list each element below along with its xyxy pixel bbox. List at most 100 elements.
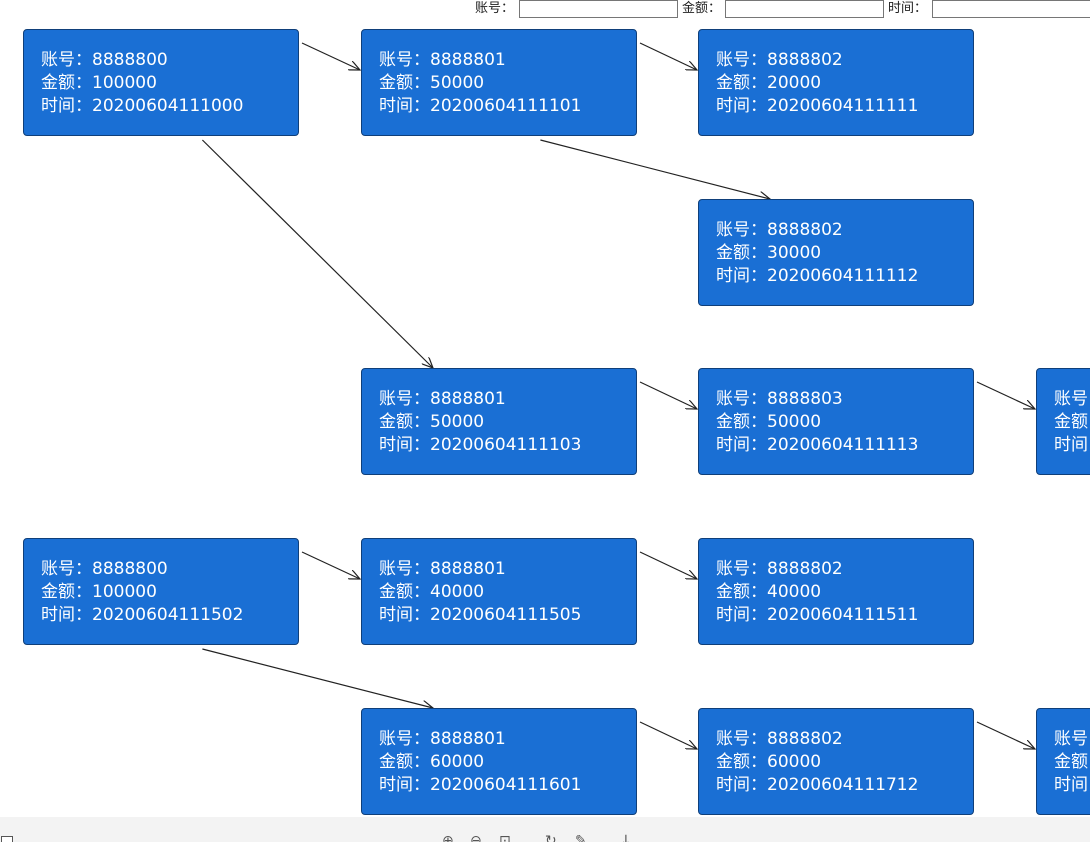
transfer-node[interactable]: 账号：金额：时间： xyxy=(1036,708,1090,815)
node-amount: 金额：100000 xyxy=(41,72,298,95)
node-amount-value: 40000 xyxy=(767,582,822,602)
node-amount: 金额： xyxy=(1054,751,1090,774)
node-account: 账号：8888801 xyxy=(379,49,636,72)
node-account-value: 8888800 xyxy=(92,50,168,70)
account-filter-input[interactable] xyxy=(519,0,678,18)
amount-filter-input[interactable] xyxy=(725,0,884,18)
edit-icon[interactable]: ✎ xyxy=(575,833,587,842)
node-amount-value: 100000 xyxy=(92,582,157,602)
node-time-value: 20200604111111 xyxy=(767,96,919,116)
node-amount: 金额：50000 xyxy=(716,411,973,434)
node-account: 账号：8888800 xyxy=(41,558,298,581)
node-account-label: 账号： xyxy=(716,220,767,240)
node-account: 账号：8888801 xyxy=(379,558,636,581)
node-time: 时间：20200604111601 xyxy=(379,774,636,797)
node-time-label: 时间： xyxy=(379,96,430,116)
node-time-value: 20200604111712 xyxy=(767,775,919,795)
node-time-value: 20200604111502 xyxy=(92,605,244,625)
edge-arrow xyxy=(639,42,697,70)
node-account-label: 账号： xyxy=(41,559,92,579)
zoom-in-icon[interactable]: ⊕ xyxy=(442,833,454,842)
node-amount: 金额：60000 xyxy=(379,751,636,774)
node-amount-label: 金额： xyxy=(379,752,430,772)
node-amount: 金额：20000 xyxy=(716,72,973,95)
node-account-label: 账号： xyxy=(379,50,430,70)
node-account-label: 账号： xyxy=(716,389,767,409)
edge-arrow xyxy=(639,551,697,579)
transfer-node[interactable]: 账号：金额：时间： xyxy=(1036,368,1090,475)
amount-filter-label: 金额： xyxy=(682,1,722,16)
node-account-label: 账号： xyxy=(379,559,430,579)
node-amount: 金额：50000 xyxy=(379,72,636,95)
edge-arrow xyxy=(976,381,1035,409)
node-account: 账号： xyxy=(1054,728,1090,751)
node-amount: 金额：50000 xyxy=(379,411,636,434)
node-amount-label: 金额： xyxy=(1054,752,1090,772)
node-time-value: 20200604111511 xyxy=(767,605,919,625)
node-amount: 金额：40000 xyxy=(716,581,973,604)
rotate-icon[interactable]: ↻ xyxy=(545,833,557,842)
node-account-label: 账号： xyxy=(1054,389,1090,409)
node-account: 账号：8888802 xyxy=(716,558,973,581)
toolbar-checkbox[interactable] xyxy=(1,836,13,842)
edge-arrow xyxy=(201,139,433,368)
node-time-value: 20200604111505 xyxy=(430,605,582,625)
node-amount: 金额： xyxy=(1054,411,1090,434)
node-amount-label: 金额： xyxy=(716,73,767,93)
time-filter-label: 时间： xyxy=(888,1,928,16)
node-account-value: 8888802 xyxy=(767,50,843,70)
node-time-value: 20200604111000 xyxy=(92,96,244,116)
node-account-value: 8888801 xyxy=(430,729,506,749)
node-account-label: 账号： xyxy=(716,559,767,579)
edge-arrow xyxy=(540,139,770,199)
time-filter-input[interactable] xyxy=(932,0,1090,18)
edge-arrow xyxy=(639,721,697,749)
node-account: 账号：8888800 xyxy=(41,49,298,72)
node-time-value: 20200604111601 xyxy=(430,775,582,795)
node-amount-label: 金额： xyxy=(41,73,92,93)
node-time-value: 20200604111103 xyxy=(430,435,582,455)
node-amount-label: 金额： xyxy=(379,582,430,602)
node-time: 时间：20200604111511 xyxy=(716,604,973,627)
node-account-value: 8888802 xyxy=(767,729,843,749)
node-account: 账号：8888802 xyxy=(716,49,973,72)
node-amount: 金额：100000 xyxy=(41,581,298,604)
node-account-label: 账号： xyxy=(379,389,430,409)
node-account-value: 8888802 xyxy=(767,559,843,579)
node-time: 时间：20200604111103 xyxy=(379,434,636,457)
fit-screen-icon[interactable]: ⊡ xyxy=(499,833,511,842)
node-account-value: 8888803 xyxy=(767,389,843,409)
zoom-out-icon[interactable]: ⊖ xyxy=(470,833,482,842)
node-time-value: 20200604111113 xyxy=(767,435,919,455)
node-account-value: 8888802 xyxy=(767,220,843,240)
node-amount-value: 50000 xyxy=(767,412,822,432)
node-amount-label: 金额： xyxy=(379,73,430,93)
node-account-label: 账号： xyxy=(1054,729,1090,749)
account-filter-label: 账号： xyxy=(475,1,515,16)
node-amount-label: 金额： xyxy=(716,752,767,772)
download-icon[interactable]: ↓ xyxy=(620,833,632,842)
edge-arrow xyxy=(202,648,433,708)
edge-arrow xyxy=(301,42,360,70)
node-amount-label: 金额： xyxy=(716,582,767,602)
node-account: 账号： xyxy=(1054,388,1090,411)
node-account-value: 8888801 xyxy=(430,559,506,579)
node-time: 时间： xyxy=(1054,434,1090,457)
node-amount-value: 60000 xyxy=(767,752,822,772)
node-amount-label: 金额： xyxy=(716,412,767,432)
node-account-label: 账号： xyxy=(716,50,767,70)
edge-arrow xyxy=(301,551,360,579)
